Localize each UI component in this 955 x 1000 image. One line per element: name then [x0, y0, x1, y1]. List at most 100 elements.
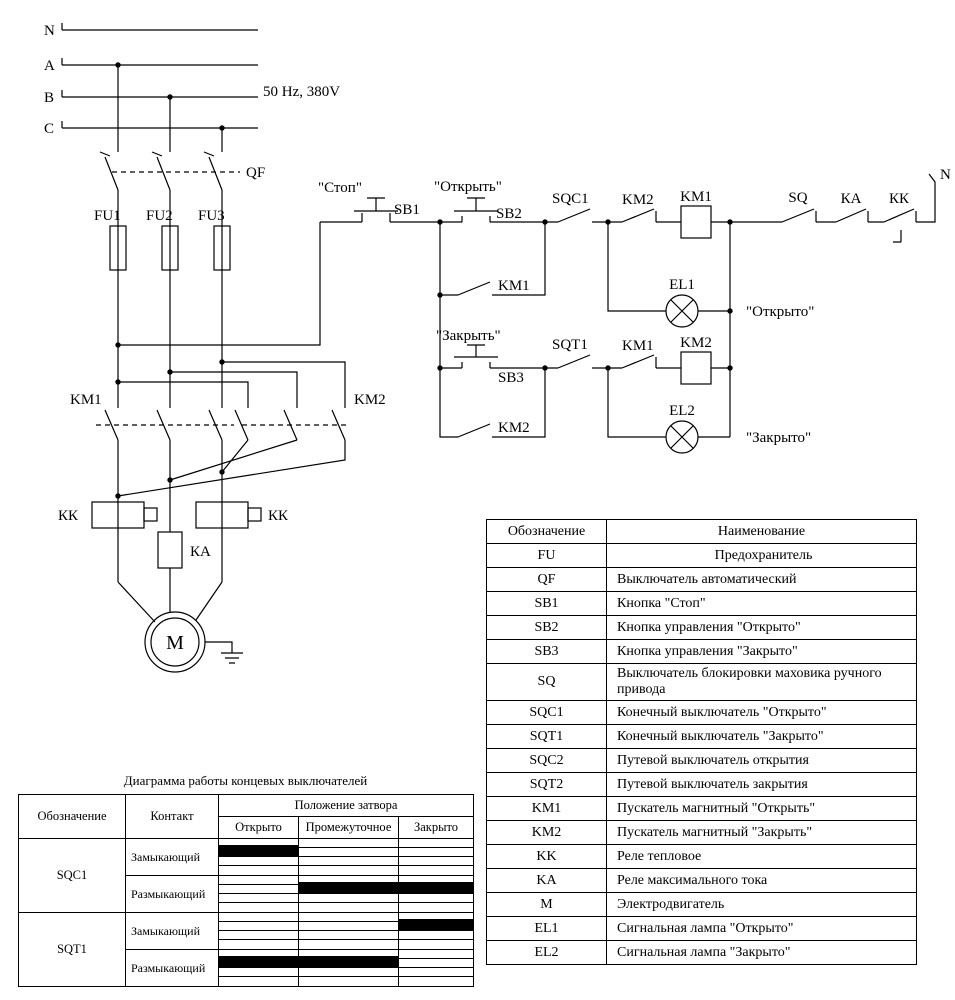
legend-code: QF: [486, 567, 607, 592]
timing-row: SQT1 Замыкающий: [18, 912, 475, 987]
contact-state-track: [398, 876, 475, 912]
phase-drop-wires: [117, 65, 223, 152]
fu2-label: FU2: [146, 208, 173, 224]
kk-right-label: КК: [268, 508, 289, 524]
legend-code: KM2: [486, 820, 607, 845]
km2-interlock-label: KM2: [622, 192, 654, 208]
contact-state-track: [298, 876, 399, 912]
timing-track-cell: [397, 912, 475, 950]
timing-header-designation: Обозначение: [18, 794, 126, 839]
phase-n-label: N: [44, 23, 55, 39]
timing-header-position: Положение затвора: [217, 794, 475, 817]
timing-table: Обозначение Контакт Положение затвора От…: [18, 794, 475, 987]
km1-interlock-label: KM1: [622, 338, 654, 354]
timing-table-title: Диаграмма работы концевых выключателей: [123, 773, 368, 788]
ka-main-label: КА: [190, 544, 211, 560]
km1-main-label: KM1: [70, 392, 102, 408]
legend-code: SQ: [486, 663, 607, 701]
timing-track-cell: [298, 949, 399, 987]
sb2-button-symbol: [454, 197, 498, 222]
fu1-label: FU1: [94, 208, 121, 224]
km1-interlock-symbol: [621, 354, 657, 369]
timing-contact-label: Размыкающий: [125, 875, 219, 913]
legend-code: KK: [486, 844, 607, 869]
legend-name: Пускатель магнитный "Закрыть": [606, 820, 917, 845]
km2-aux-label: KM2: [498, 420, 530, 436]
fu3-label: FU3: [198, 208, 225, 224]
legend-name: Реле максимального тока: [606, 868, 917, 893]
timing-track-cell: [298, 875, 399, 913]
timing-track-cell: [218, 912, 299, 950]
legend-name: Кнопка управления "Открыто": [606, 615, 917, 640]
timing-track-cell: [397, 875, 475, 913]
legend-code: FU: [486, 543, 607, 568]
km2-interlock-symbol: [621, 208, 657, 223]
timing-row: Размыкающий: [19, 949, 475, 987]
contact-state-track: [298, 950, 399, 986]
qf-breaker-symbol: [99, 151, 240, 226]
close-caption: "Закрыть": [436, 328, 501, 344]
legend-header-name: Наименование: [606, 519, 917, 544]
sq-contact-symbol: [781, 208, 817, 223]
neutral-label: N: [940, 167, 951, 183]
legend-code: SQT1: [486, 724, 607, 749]
legend-name: Предохранитель: [606, 543, 917, 568]
legend-name: Путевой выключатель закрытия: [606, 772, 917, 797]
supply-lines: [61, 23, 258, 129]
legend-code: KA: [486, 868, 607, 893]
timing-track-cell: [397, 949, 475, 987]
ka-contact-symbol: [835, 208, 869, 223]
timing-row: SQC1 Замыкающий: [18, 838, 475, 913]
sb2-label: SB2: [496, 206, 522, 222]
km1-coil-label: KM1: [680, 189, 712, 205]
km2-feed-wires: [118, 361, 346, 408]
km2-coil-symbol: [680, 351, 712, 385]
timing-header-intermediate: Промежуточное: [298, 816, 399, 839]
fuse-symbols: [109, 225, 231, 271]
timing-designation: SQC1: [18, 838, 126, 913]
legend-code: SQC2: [486, 748, 607, 773]
closed-state-label: "Закрыто": [746, 430, 811, 446]
sb3-button-symbol: [454, 344, 498, 368]
circuit-schematic: N A B C 50 Hz, 380V QF FU1 FU2 FU3 KM1 K…: [44, 23, 951, 673]
phase-c-label: C: [44, 121, 54, 137]
open-caption: "Открыть": [434, 179, 502, 195]
current-relay-symbol: [157, 531, 183, 569]
contact-state-track: [398, 913, 475, 949]
km2-coil-label: KM2: [680, 335, 712, 351]
sqc1-contact-symbol: [557, 208, 591, 223]
supply-label: 50 Hz, 380V: [263, 84, 340, 100]
timing-header-closed: Закрыто: [397, 816, 475, 839]
km1-coil-symbol: [680, 205, 712, 239]
sqt1-contact-symbol: [557, 354, 591, 369]
legend-name: Конечный выключатель "Открыто": [606, 700, 917, 725]
qf-label: QF: [246, 165, 265, 181]
output-wires: [117, 439, 346, 612]
legend-name: Реле тепловое: [606, 844, 917, 869]
timing-header-row: Обозначение Контакт Положение затвора: [18, 794, 475, 839]
control-rung-open: [320, 173, 936, 243]
kk-contact-label: КК: [889, 191, 910, 207]
timing-subheader-row: Открыто Промежуточное Закрыто: [19, 816, 475, 839]
el1-lamp-branch: [607, 222, 730, 328]
control-feed-wire: [118, 222, 321, 346]
legend-header-designation: Обозначение: [486, 519, 607, 544]
legend-code: SQT2: [486, 772, 607, 797]
legend-name: Выключатель автоматический: [606, 567, 917, 592]
timing-table-wrap: Обозначение Контакт Положение затвора От…: [18, 794, 475, 987]
timing-contact-label: Размыкающий: [125, 949, 219, 987]
stop-caption: "Стоп": [318, 180, 362, 196]
open-state-label: "Открыто": [746, 304, 814, 320]
contact-state-track: [298, 839, 399, 875]
